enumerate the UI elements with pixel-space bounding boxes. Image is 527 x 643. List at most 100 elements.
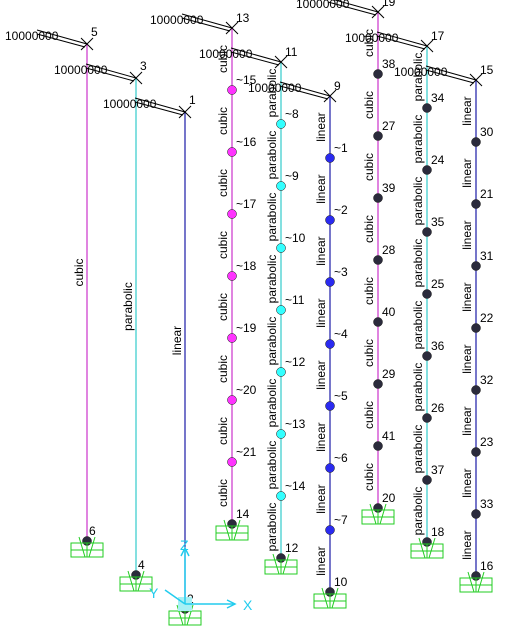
segment-label: linear [460, 344, 474, 373]
node-number: 30 [480, 125, 494, 139]
segment-label: parabolic [411, 425, 425, 474]
node-27 [373, 131, 383, 141]
node-number: ~8 [285, 107, 299, 121]
segment-label: cubic [216, 45, 230, 73]
node-7 [325, 525, 335, 535]
column-linear-6: linearlinearlinearlinearlinearlinearline… [460, 63, 494, 576]
node-41 [373, 441, 383, 451]
node-number: 25 [431, 277, 445, 291]
node-32 [471, 385, 481, 395]
node-28 [373, 255, 383, 265]
load-arrow-11: 10000000 [199, 47, 288, 69]
segment-label: linear [314, 484, 328, 513]
node-number: ~21 [236, 445, 257, 459]
segment-label: linear [314, 112, 328, 141]
column-parabolic-5: parabolicparabolicparabolicparabolicpara… [411, 29, 445, 542]
segment-label: linear [460, 158, 474, 187]
node-number: 17 [431, 29, 445, 43]
node-number: 12 [285, 541, 299, 555]
node-number: 28 [382, 243, 396, 257]
node-40 [373, 317, 383, 327]
load-arrow-9: 10000000 [248, 81, 337, 103]
node-39 [373, 193, 383, 203]
node-23 [471, 447, 481, 457]
segment-label: cubic [362, 401, 376, 429]
node-number: 40 [382, 305, 396, 319]
node-2 [325, 215, 335, 225]
segment-label: linear [460, 530, 474, 559]
load-arrow-3: 10000000 [54, 63, 143, 85]
node-number: 9 [334, 79, 341, 93]
node-number: ~17 [236, 197, 257, 211]
node-number: 38 [382, 57, 396, 71]
node-number: 15 [480, 63, 494, 77]
segment-label: cubic [216, 169, 230, 197]
node-number: ~11 [285, 293, 305, 307]
node-37 [422, 475, 432, 485]
z-axis-label: Z [180, 537, 189, 553]
node-34 [422, 103, 432, 113]
node-number: ~19 [236, 321, 257, 335]
segment-label: linear [314, 360, 328, 389]
node-number: 26 [431, 401, 445, 415]
node-number: ~14 [285, 479, 306, 493]
support-icon [459, 571, 493, 593]
segment-label: linear [460, 468, 474, 497]
axis-triad: Z X Y [149, 537, 253, 613]
node-number: 16 [480, 559, 494, 573]
node-number: 24 [431, 153, 445, 167]
support-icon [70, 536, 104, 558]
segment-label: linear [314, 298, 328, 327]
node-6 [325, 463, 335, 473]
node-number: 19 [382, 0, 396, 9]
node-number: 36 [431, 339, 445, 353]
segment-label: cubic [216, 107, 230, 135]
column-cubic-1: cubiccubiccubiccubiccubiccubiccubiccubic… [216, 11, 257, 524]
node-number: 1 [189, 93, 196, 107]
node-number: 29 [382, 367, 396, 381]
node-20 [227, 395, 237, 405]
support-icon [215, 519, 249, 541]
z-axis-arrow [180, 546, 190, 557]
segment-label: cubic [216, 293, 230, 321]
node-number: 18 [431, 525, 445, 539]
segment-label: parabolic [265, 503, 279, 552]
node-number: 20 [382, 491, 396, 505]
segment-label: parabolic [265, 255, 279, 304]
segment-label: cubic [362, 153, 376, 181]
segment-label: linear [460, 406, 474, 435]
y-axis-label: Y [149, 585, 159, 601]
segment-label: parabolic [265, 193, 279, 242]
node-number: ~5 [334, 389, 348, 403]
node-number: 22 [480, 311, 494, 325]
segment-label: parabolic [411, 53, 425, 102]
node-number: 3 [140, 59, 147, 73]
node-36 [422, 351, 432, 361]
node-13 [276, 429, 286, 439]
segment-label: linear [314, 546, 328, 575]
column-cubic-4: cubiccubiccubiccubiccubiccubiccubiccubic… [362, 0, 396, 508]
node-number: ~6 [334, 451, 348, 465]
segment-label: cubic [362, 29, 376, 57]
support-icon [264, 553, 298, 575]
segment-label: cubic [216, 355, 230, 383]
segment-label: parabolic [411, 239, 425, 288]
x-axis-arrow [226, 599, 237, 609]
node-11 [276, 305, 286, 315]
node-number: ~7 [334, 513, 348, 527]
load-value-label: 10000000 [150, 13, 204, 27]
member-label: linear [170, 326, 184, 355]
node-number: 13 [236, 11, 250, 25]
node-25 [422, 289, 432, 299]
node-number: 41 [382, 429, 396, 443]
node-26 [422, 413, 432, 423]
node-number: ~18 [236, 259, 257, 273]
support-icon [361, 503, 395, 525]
segment-label: parabolic [265, 317, 279, 366]
x-axis-label: X [243, 597, 253, 613]
node-15 [227, 85, 237, 95]
segment-label: linear [460, 282, 474, 311]
node-31 [471, 261, 481, 271]
load-arrow-13: 10000000 [150, 13, 239, 35]
